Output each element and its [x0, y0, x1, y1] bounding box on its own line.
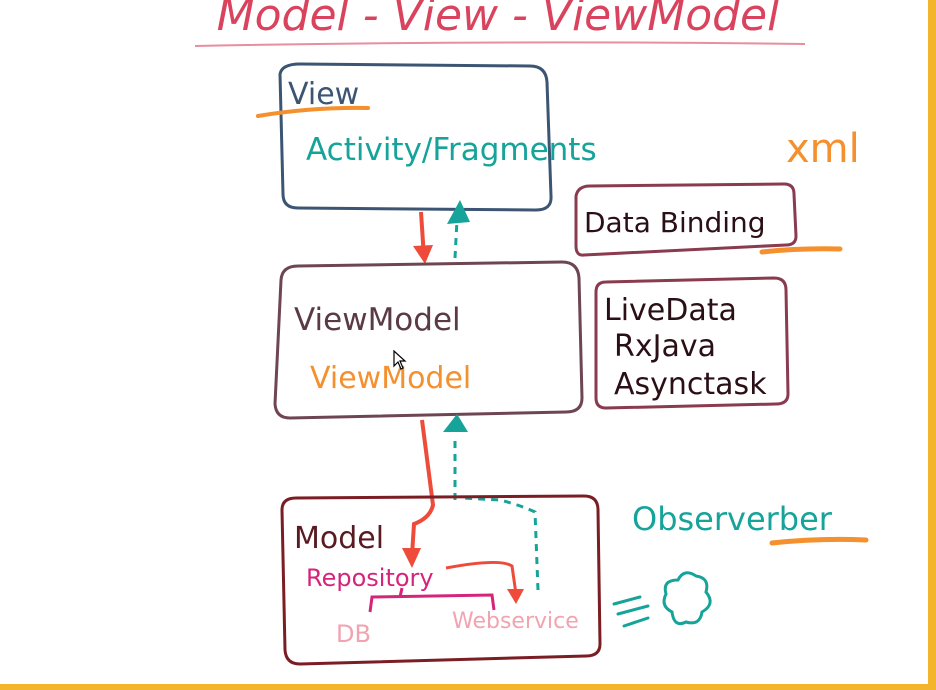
rxjava-label: RxJava — [614, 329, 716, 364]
cloud-icon — [662, 571, 712, 626]
arrow-webservice-to-viewmodel — [461, 496, 540, 591]
viewmodel-content: ViewModel — [310, 361, 471, 396]
model-heading: Model — [294, 521, 384, 556]
arrow-viewmodel-to-view — [453, 219, 459, 259]
arrow-head-view-to-viewmodel — [413, 245, 433, 264]
view-box — [278, 62, 553, 212]
arrow-viewmodel-to-model — [410, 419, 436, 556]
observer-label: Observerber — [632, 500, 833, 538]
data-binding-underline — [759, 246, 843, 255]
repository-label: Repository — [306, 564, 434, 592]
db-label: DB — [336, 620, 371, 648]
wave-lines-icon — [612, 595, 650, 628]
arrow-head-repository-to-webservice — [507, 589, 524, 604]
livedata-label: LiveData — [604, 293, 737, 328]
repository-bracket — [368, 587, 496, 613]
diagram-title: Model - View - ViewModel — [217, 0, 780, 41]
arrow-head-viewmodel-to-model — [402, 548, 421, 568]
title-underline — [194, 41, 806, 47]
cursor-arrow-icon — [393, 350, 407, 370]
frame-right-edge — [928, 0, 936, 690]
data-binding-label: Data Binding — [584, 206, 766, 239]
observer-tools-box — [594, 276, 790, 410]
view-heading-underline — [256, 105, 370, 118]
viewmodel-heading: ViewModel — [294, 302, 461, 338]
observer-underline — [769, 536, 869, 546]
data-binding-box — [574, 182, 798, 257]
model-box — [280, 494, 602, 666]
viewmodel-box — [273, 260, 584, 420]
view-content: Activity/Fragments — [306, 132, 597, 168]
xml-label: xml — [786, 126, 860, 172]
frame-bottom-edge — [0, 684, 936, 690]
webservice-label: Webservice — [452, 609, 579, 634]
asynctask-label: Asynctask — [614, 367, 767, 402]
arrow-head-model-to-viewmodel — [443, 414, 468, 432]
arrow-repository-to-webservice — [445, 560, 518, 595]
arrow-head-viewmodel-to-view — [447, 200, 470, 224]
